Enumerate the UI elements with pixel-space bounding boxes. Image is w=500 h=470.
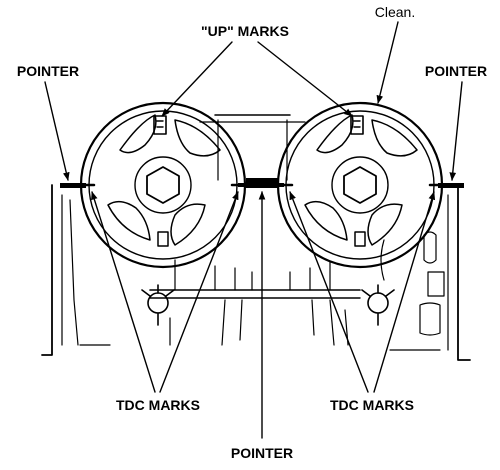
right-tensioner-bolt (361, 284, 395, 326)
left-pointer-mark (60, 183, 86, 188)
pointer-right-label: POINTER (425, 63, 487, 79)
left-tensioner-bolt (141, 284, 175, 326)
tdc-marks-right-label: TDC MARKS (330, 397, 414, 413)
clean-label: Clean. (375, 4, 415, 20)
up-marks-label: "UP" MARKS (201, 23, 289, 39)
right-pointer-mark (438, 183, 464, 188)
right-cam-pulley (276, 101, 444, 269)
left-cam-pulley (79, 101, 247, 269)
tdc-marks-left-label: TDC MARKS (116, 397, 200, 413)
pointer-bottom-label: POINTER (231, 445, 293, 461)
pointer-left-label: POINTER (17, 63, 79, 79)
center-pointer-mark (238, 178, 284, 188)
